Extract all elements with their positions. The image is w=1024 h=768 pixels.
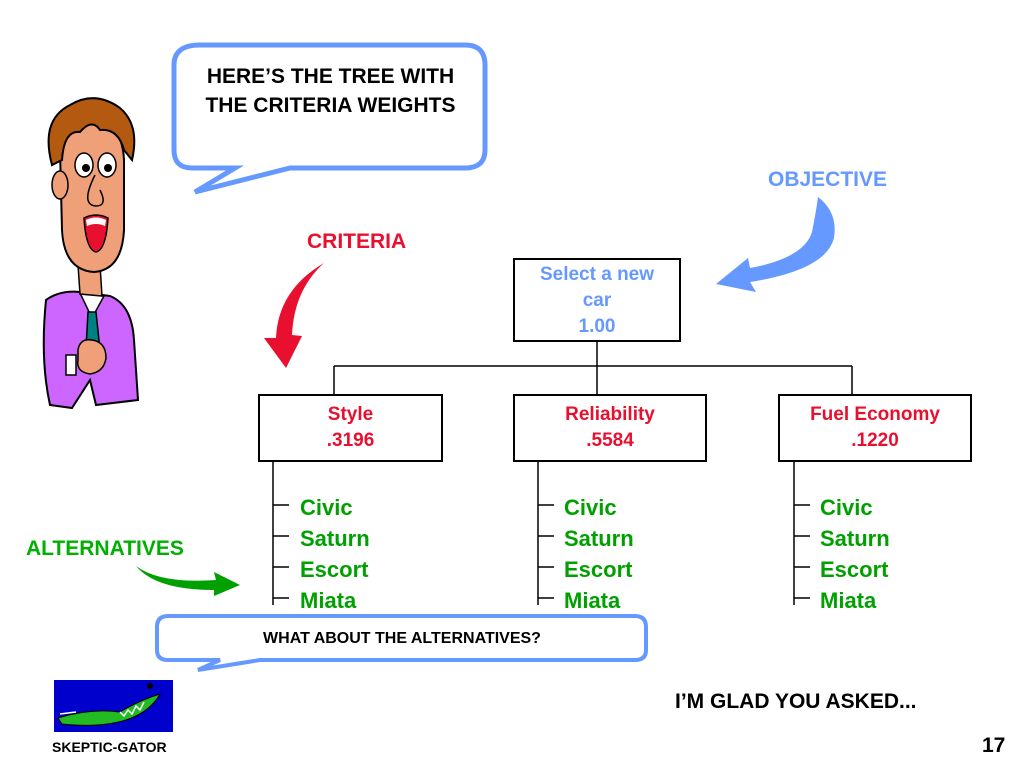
alternative-item: Escort bbox=[820, 557, 889, 582]
alternative-item: Civic bbox=[564, 495, 617, 520]
alternatives-arrow-icon bbox=[136, 566, 240, 596]
criterion-weight: .1220 bbox=[851, 430, 899, 451]
alternative-item: Miata bbox=[300, 588, 357, 613]
alternatives-list-reliability: Civic Saturn Escort Miata bbox=[564, 492, 634, 616]
objective-arrow-icon bbox=[716, 197, 835, 292]
criterion-weight: .5584 bbox=[586, 430, 634, 451]
objective-weight: 1.00 bbox=[578, 316, 616, 337]
alternative-item: Escort bbox=[300, 557, 369, 582]
criterion-name: Fuel Economy bbox=[810, 404, 940, 425]
objective-line-1: Select a new bbox=[539, 264, 655, 285]
alternative-item: Civic bbox=[300, 495, 353, 520]
alternatives-list-style: Civic Saturn Escort Miata bbox=[300, 492, 370, 616]
alternative-item: Saturn bbox=[820, 526, 890, 551]
bottom-speech-text: WHAT ABOUT THE ALTERNATIVES? bbox=[263, 630, 541, 647]
criterion-weight: .3196 bbox=[326, 430, 375, 451]
alternative-item: Miata bbox=[564, 588, 621, 613]
criteria-arrow-icon bbox=[264, 263, 324, 368]
criterion-name: Style bbox=[327, 404, 374, 425]
alternative-item: Saturn bbox=[300, 526, 370, 551]
objective-line-2: car bbox=[582, 290, 612, 311]
logo-caption: SKEPTIC-GATOR bbox=[52, 739, 167, 755]
criteria-label: CRITERIA bbox=[307, 230, 407, 253]
top-speech-bubble bbox=[171, 42, 488, 195]
criterion-node-fuel-economy: Fuel Economy .1220 bbox=[778, 394, 972, 462]
objective-node: Select a new car 1.00 bbox=[513, 258, 681, 342]
bottom-speech-bubble bbox=[155, 614, 648, 672]
alternative-item: Miata bbox=[820, 588, 877, 613]
alternative-item: Escort bbox=[564, 557, 633, 582]
alternative-item: Civic bbox=[820, 495, 873, 520]
criterion-node-reliability: Reliability .5584 bbox=[513, 394, 707, 462]
top-speech-text: HERE’S THE TREE WITH THE CRITERIA WEIGHT… bbox=[205, 65, 456, 117]
cartoon-man-illustration bbox=[42, 97, 140, 410]
alternatives-list-fuel-economy: Civic Saturn Escort Miata bbox=[820, 492, 890, 616]
alternative-item: Saturn bbox=[564, 526, 634, 551]
page-number: 17 bbox=[982, 734, 1006, 757]
objective-label: OBJECTIVE bbox=[768, 168, 888, 191]
criterion-name: Reliability bbox=[565, 404, 655, 425]
alternatives-label: ALTERNATIVES bbox=[26, 537, 184, 560]
tree-connectors bbox=[272, 342, 853, 605]
criterion-node-style: Style .3196 bbox=[258, 394, 443, 462]
skeptic-gator-logo bbox=[54, 680, 173, 732]
glad-you-asked-text: I’M GLAD YOU ASKED... bbox=[675, 690, 917, 713]
